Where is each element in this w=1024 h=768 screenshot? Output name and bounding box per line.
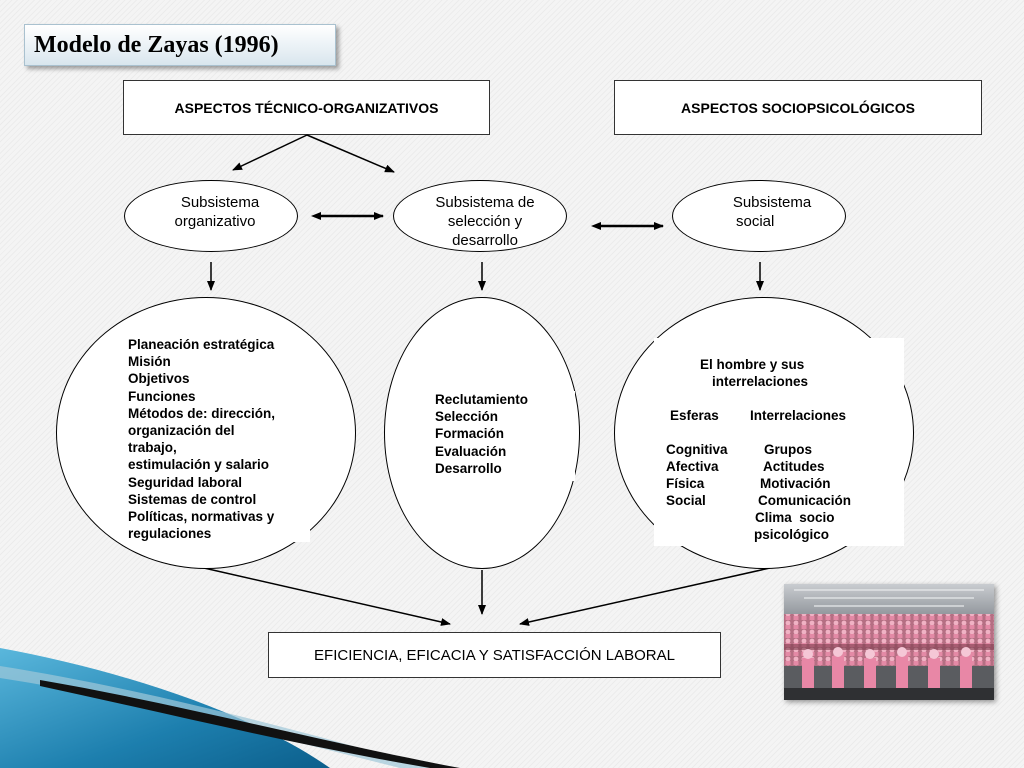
organizational-elements-list: Planeación estratégica Misión Objetivos … bbox=[124, 336, 310, 543]
subsystem-social-line: social bbox=[736, 213, 775, 230]
list-item: Planeación estratégica bbox=[128, 337, 275, 352]
social-heading-line: interrelaciones bbox=[712, 374, 809, 389]
header-technical-organizational: ASPECTOS TÉCNICO-ORGANIZATIVOS bbox=[123, 80, 490, 135]
list-item: Desarrollo bbox=[435, 460, 502, 476]
subsystem-social-text: Subsistema social bbox=[702, 193, 822, 231]
list-item: Objetivos bbox=[128, 371, 190, 387]
factory-photo-drawing bbox=[784, 584, 994, 700]
social-interrelation-item: psicológico bbox=[754, 527, 830, 542]
subsystem-selection-line: selección y bbox=[447, 213, 523, 230]
social-interrelation-item: Motivación bbox=[760, 476, 831, 491]
list-item: trabajo, bbox=[128, 440, 177, 456]
social-sphere-item: Física bbox=[666, 476, 705, 491]
selection-elements-list: Reclutamiento Selección Formación Evalua… bbox=[425, 391, 575, 482]
list-item: Sistemas de control bbox=[128, 491, 257, 507]
subsystem-selection-line: Subsistema de bbox=[435, 194, 535, 211]
header-sociopsychological: ASPECTOS SOCIOPSICOLÓGICOS bbox=[614, 80, 982, 135]
list-item: Políticas, normativas y bbox=[128, 509, 275, 525]
subsystem-organizational-line: Subsistema bbox=[180, 194, 260, 211]
social-interrelation-item: Grupos bbox=[764, 442, 813, 457]
subsystem-organizational-oval bbox=[124, 180, 298, 252]
social-heading-line: El hombre y sus bbox=[700, 357, 805, 372]
corner-swoosh bbox=[0, 648, 460, 768]
subsystem-selection-line: desarrollo bbox=[452, 232, 518, 249]
social-interrelation-item: Clima socio bbox=[755, 510, 835, 525]
arrow-header-to-organizational bbox=[232, 134, 308, 171]
subsystem-social-oval bbox=[672, 180, 846, 252]
header-sociopsychological-label: ASPECTOS SOCIOPSICOLÓGICOS bbox=[681, 99, 915, 116]
subsystem-selection-oval bbox=[393, 180, 567, 252]
subsystem-selection-text: Subsistema de selección y desarrollo bbox=[420, 193, 550, 250]
list-item: Misión bbox=[128, 354, 171, 370]
result-box: EFICIENCIA, EFICACIA Y SATISFACCIÓN LABO… bbox=[268, 632, 721, 678]
arrow-org-to-result bbox=[203, 567, 451, 626]
social-column-spheres: Esferas bbox=[670, 408, 719, 423]
factory-workers-photo bbox=[784, 584, 994, 700]
social-interrelation-item: Actitudes bbox=[763, 459, 825, 474]
list-item: Métodos de: dirección, bbox=[128, 405, 276, 421]
social-sphere-item: Cognitiva bbox=[666, 442, 728, 457]
list-item: estimulación y salario bbox=[128, 457, 270, 473]
arrow-social-to-result bbox=[519, 567, 771, 626]
list-item: Formación bbox=[435, 426, 505, 442]
social-interrelation-item: Comunicación bbox=[758, 493, 852, 508]
social-sphere-item: Afectiva bbox=[666, 459, 719, 474]
list-item: Reclutamiento bbox=[435, 392, 529, 407]
social-sphere-item: Social bbox=[666, 493, 706, 508]
header-technical-organizational-label: ASPECTOS TÉCNICO-ORGANIZATIVOS bbox=[174, 99, 439, 116]
list-item: Funciones bbox=[128, 388, 196, 404]
social-column-interrelations: Interrelaciones bbox=[750, 408, 847, 423]
list-item: organización del bbox=[128, 423, 235, 439]
subsystem-organizational-text: Subsistema organizativo bbox=[150, 193, 280, 231]
arrow-header-to-selection bbox=[306, 134, 395, 173]
slide-title: Modelo de Zayas (1996) bbox=[24, 24, 336, 66]
subsystem-organizational-line: organizativo bbox=[174, 213, 256, 230]
subsystem-social-line: Subsistema bbox=[732, 194, 812, 211]
list-item: Selección bbox=[435, 409, 499, 425]
list-item: regulaciones bbox=[128, 526, 212, 542]
result-label: EFICIENCIA, EFICACIA Y SATISFACCIÓN LABO… bbox=[314, 646, 675, 664]
social-elements-panel: El hombre y sus interrelaciones Esferas … bbox=[654, 338, 904, 546]
list-item: Seguridad laboral bbox=[128, 474, 243, 490]
list-item: Evaluación bbox=[435, 443, 507, 459]
